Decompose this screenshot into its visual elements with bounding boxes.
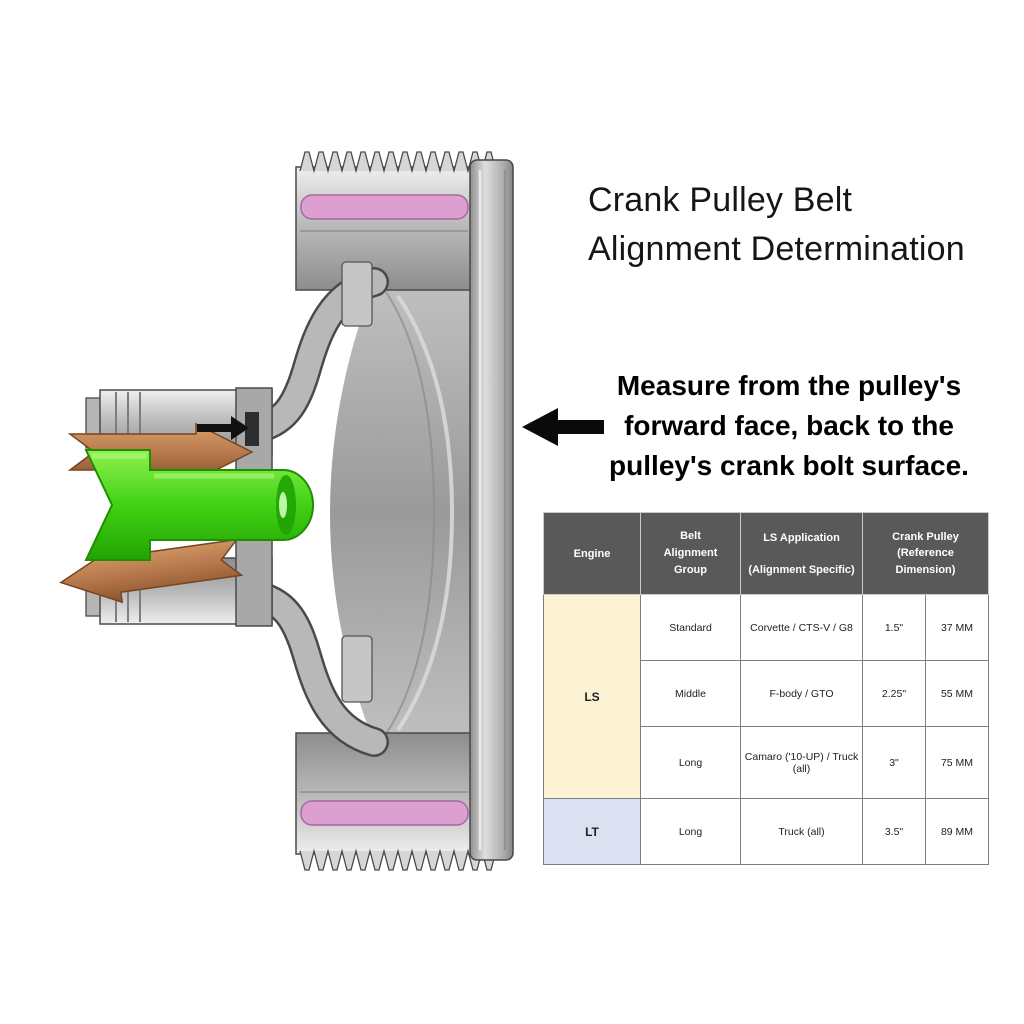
title-line-1: Crank Pulley Belt bbox=[588, 181, 853, 219]
application-cell: Truck (all) bbox=[740, 798, 863, 865]
application-cell: Corvette / CTS-V / G8 bbox=[740, 594, 863, 661]
annotation-arrow bbox=[522, 408, 604, 446]
alignment-table: Engine Belt Alignment Group LS Applicati… bbox=[543, 512, 989, 865]
measurement-note: Measure from the pulley's forward face, … bbox=[588, 366, 990, 486]
col-header-ls-application: LS Application (Alignment Specific) bbox=[740, 512, 863, 595]
group-cell: Middle bbox=[640, 660, 741, 727]
mm-cell: 55 MM bbox=[925, 660, 989, 727]
mm-cell: 75 MM bbox=[925, 726, 989, 799]
table-row-ls-long: Long Camaro ('10-UP) / Truck (all) 3" 75… bbox=[544, 726, 989, 799]
seal-ring-bottom bbox=[300, 800, 469, 826]
belt-grooves-top bbox=[300, 152, 496, 171]
application-cell: Camaro ('10-UP) / Truck (all) bbox=[740, 726, 863, 799]
pulley-forward-face bbox=[469, 159, 514, 861]
note-line-3: pulley's crank bolt surface. bbox=[609, 450, 969, 481]
inches-cell: 3" bbox=[862, 726, 926, 799]
application-cell: F-body / GTO bbox=[740, 660, 863, 727]
inches-cell: 1.5" bbox=[862, 594, 926, 661]
title-line-2: Alignment Determination bbox=[588, 230, 965, 268]
inner-boss-top bbox=[341, 261, 373, 327]
group-cell: Long bbox=[640, 726, 741, 799]
belt-grooves-bottom bbox=[300, 851, 496, 870]
group-cell: Long bbox=[640, 798, 741, 865]
engine-cell-lt: LT bbox=[543, 798, 641, 865]
crank-bolt-arrow bbox=[84, 449, 314, 561]
seal-ring-top bbox=[300, 194, 469, 220]
inches-cell: 2.25" bbox=[862, 660, 926, 727]
group-cell: Standard bbox=[640, 594, 741, 661]
table-header-row: Engine Belt Alignment Group LS Applicati… bbox=[543, 512, 989, 595]
inner-boss-bottom bbox=[341, 635, 373, 703]
table-row-lt-long: LT Long Truck (all) 3.5" 89 MM bbox=[543, 798, 989, 865]
mm-cell: 89 MM bbox=[925, 798, 989, 865]
note-line-1: Measure from the pulley's bbox=[616, 370, 962, 401]
table-row-ls-standard: LS Standard Corvette / CTS-V / G8 1.5" 3… bbox=[543, 594, 989, 799]
hub-pointer-arrow bbox=[197, 416, 249, 440]
col-header-belt-alignment-group: Belt Alignment Group bbox=[640, 512, 741, 595]
crank-bolt-surface bbox=[245, 412, 259, 446]
mm-cell: 37 MM bbox=[925, 594, 989, 661]
engine-cell-ls: LS bbox=[543, 594, 641, 799]
inches-cell: 3.5" bbox=[862, 798, 926, 865]
note-line-2: forward face, back to the bbox=[624, 410, 954, 441]
page-title: Crank Pulley Belt Alignment Determinatio… bbox=[588, 176, 1020, 274]
col-header-crank-pulley: Crank Pulley (Reference Dimension) bbox=[862, 512, 989, 595]
col-header-engine: Engine bbox=[543, 512, 641, 595]
table-row-ls-middle: Middle F-body / GTO 2.25" 55 MM bbox=[544, 660, 989, 727]
